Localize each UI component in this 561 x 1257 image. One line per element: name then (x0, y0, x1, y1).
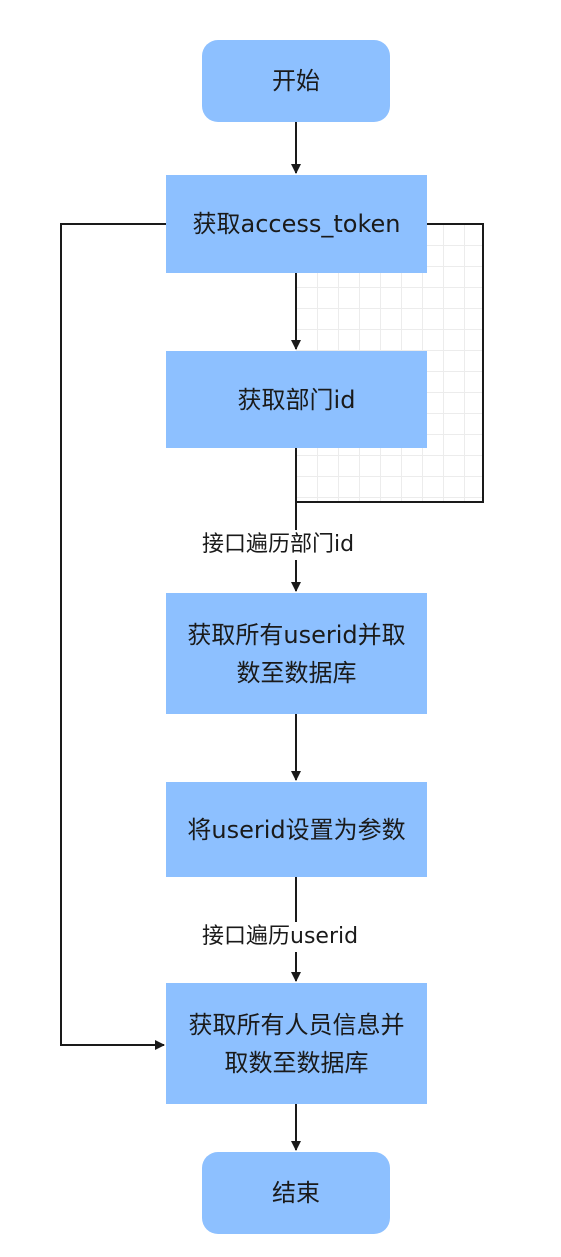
start-node: 开始 (202, 40, 390, 122)
get-dept-node: 获取部门id (166, 351, 427, 448)
get-people-node-label: 获取所有人员信息并 取数至数据库 (188, 1010, 405, 1077)
end-node-label: 结束 (272, 1179, 320, 1207)
get-userids-node: 获取所有userid并取 数至数据库 (166, 593, 427, 714)
edge-token-to-people-left (60, 223, 166, 1050)
get-people-node: 获取所有人员信息并 取数至数据库 (166, 983, 427, 1104)
iterate-dept-label: 接口遍历部门id (198, 530, 359, 560)
set-param-node: 将userid设置为参数 (166, 782, 427, 877)
end-node: 结束 (202, 1152, 390, 1234)
set-param-node-label: 将userid设置为参数 (187, 815, 406, 844)
get-dept-node-label: 获取部门id (237, 385, 356, 414)
edge-token-loop-right (296, 223, 484, 503)
get-token-node: 获取access_token (166, 175, 427, 273)
start-node-label: 开始 (272, 67, 320, 95)
get-token-node-label: 获取access_token (192, 210, 401, 238)
iterate-userid-label: 接口遍历userid (198, 922, 363, 952)
get-userids-node-label: 获取所有userid并取 数至数据库 (187, 620, 406, 687)
